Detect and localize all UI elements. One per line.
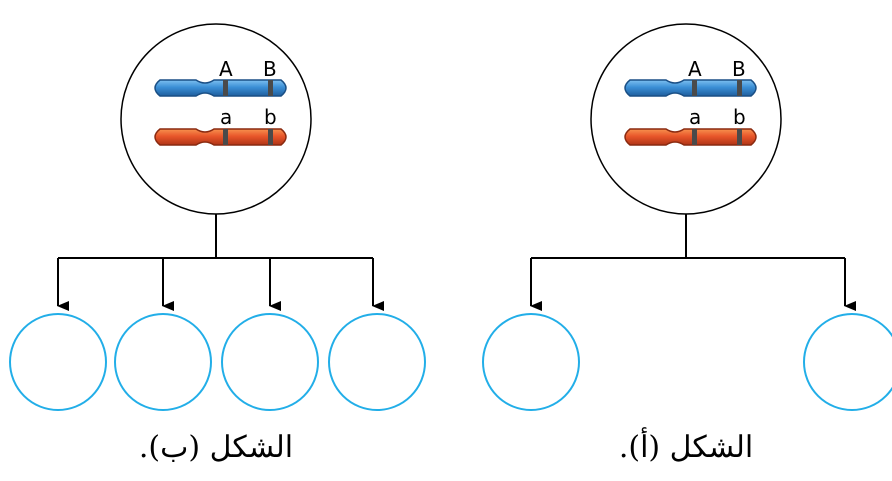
allele-label-A: A — [688, 57, 702, 81]
daughter-cell — [114, 313, 212, 411]
gene-band-a — [223, 129, 228, 145]
figure-caption: الشكل (أ). — [619, 427, 753, 465]
allele-label-b: b — [733, 105, 746, 129]
gene-band-b — [737, 129, 742, 145]
daughter-cells — [482, 313, 892, 411]
division-arrows — [530, 214, 856, 311]
gene-band-A — [223, 80, 228, 96]
allele-label-B: B — [732, 57, 746, 81]
figure-a: A B a b الشكل (أ). — [482, 23, 892, 465]
daughter-cell — [9, 313, 107, 411]
figure-b: A B a b الشكل (ب). — [9, 23, 426, 465]
figure-caption: الشكل (ب). — [139, 430, 293, 465]
daughter-cells — [9, 313, 426, 411]
parent-cell — [120, 23, 312, 215]
daughter-cell — [328, 313, 426, 411]
gene-band-a — [692, 129, 697, 145]
daughter-cell — [221, 313, 319, 411]
allele-label-A: A — [219, 57, 233, 81]
daughter-cell — [482, 313, 580, 411]
allele-label-a: a — [220, 105, 232, 129]
lower-chromosome — [624, 128, 757, 146]
allele-label-a: a — [689, 105, 701, 129]
gene-band-B — [737, 80, 742, 96]
upper-chromosome — [154, 79, 287, 97]
allele-label-B: B — [263, 57, 277, 81]
gene-band-B — [268, 80, 273, 96]
gene-band-b — [268, 129, 273, 145]
gene-band-A — [692, 80, 697, 96]
daughter-cell — [803, 313, 892, 411]
parent-cell — [590, 23, 782, 215]
lower-chromosome — [154, 128, 287, 146]
allele-label-b: b — [264, 105, 277, 129]
upper-chromosome — [624, 79, 757, 97]
division-arrows — [57, 214, 384, 311]
